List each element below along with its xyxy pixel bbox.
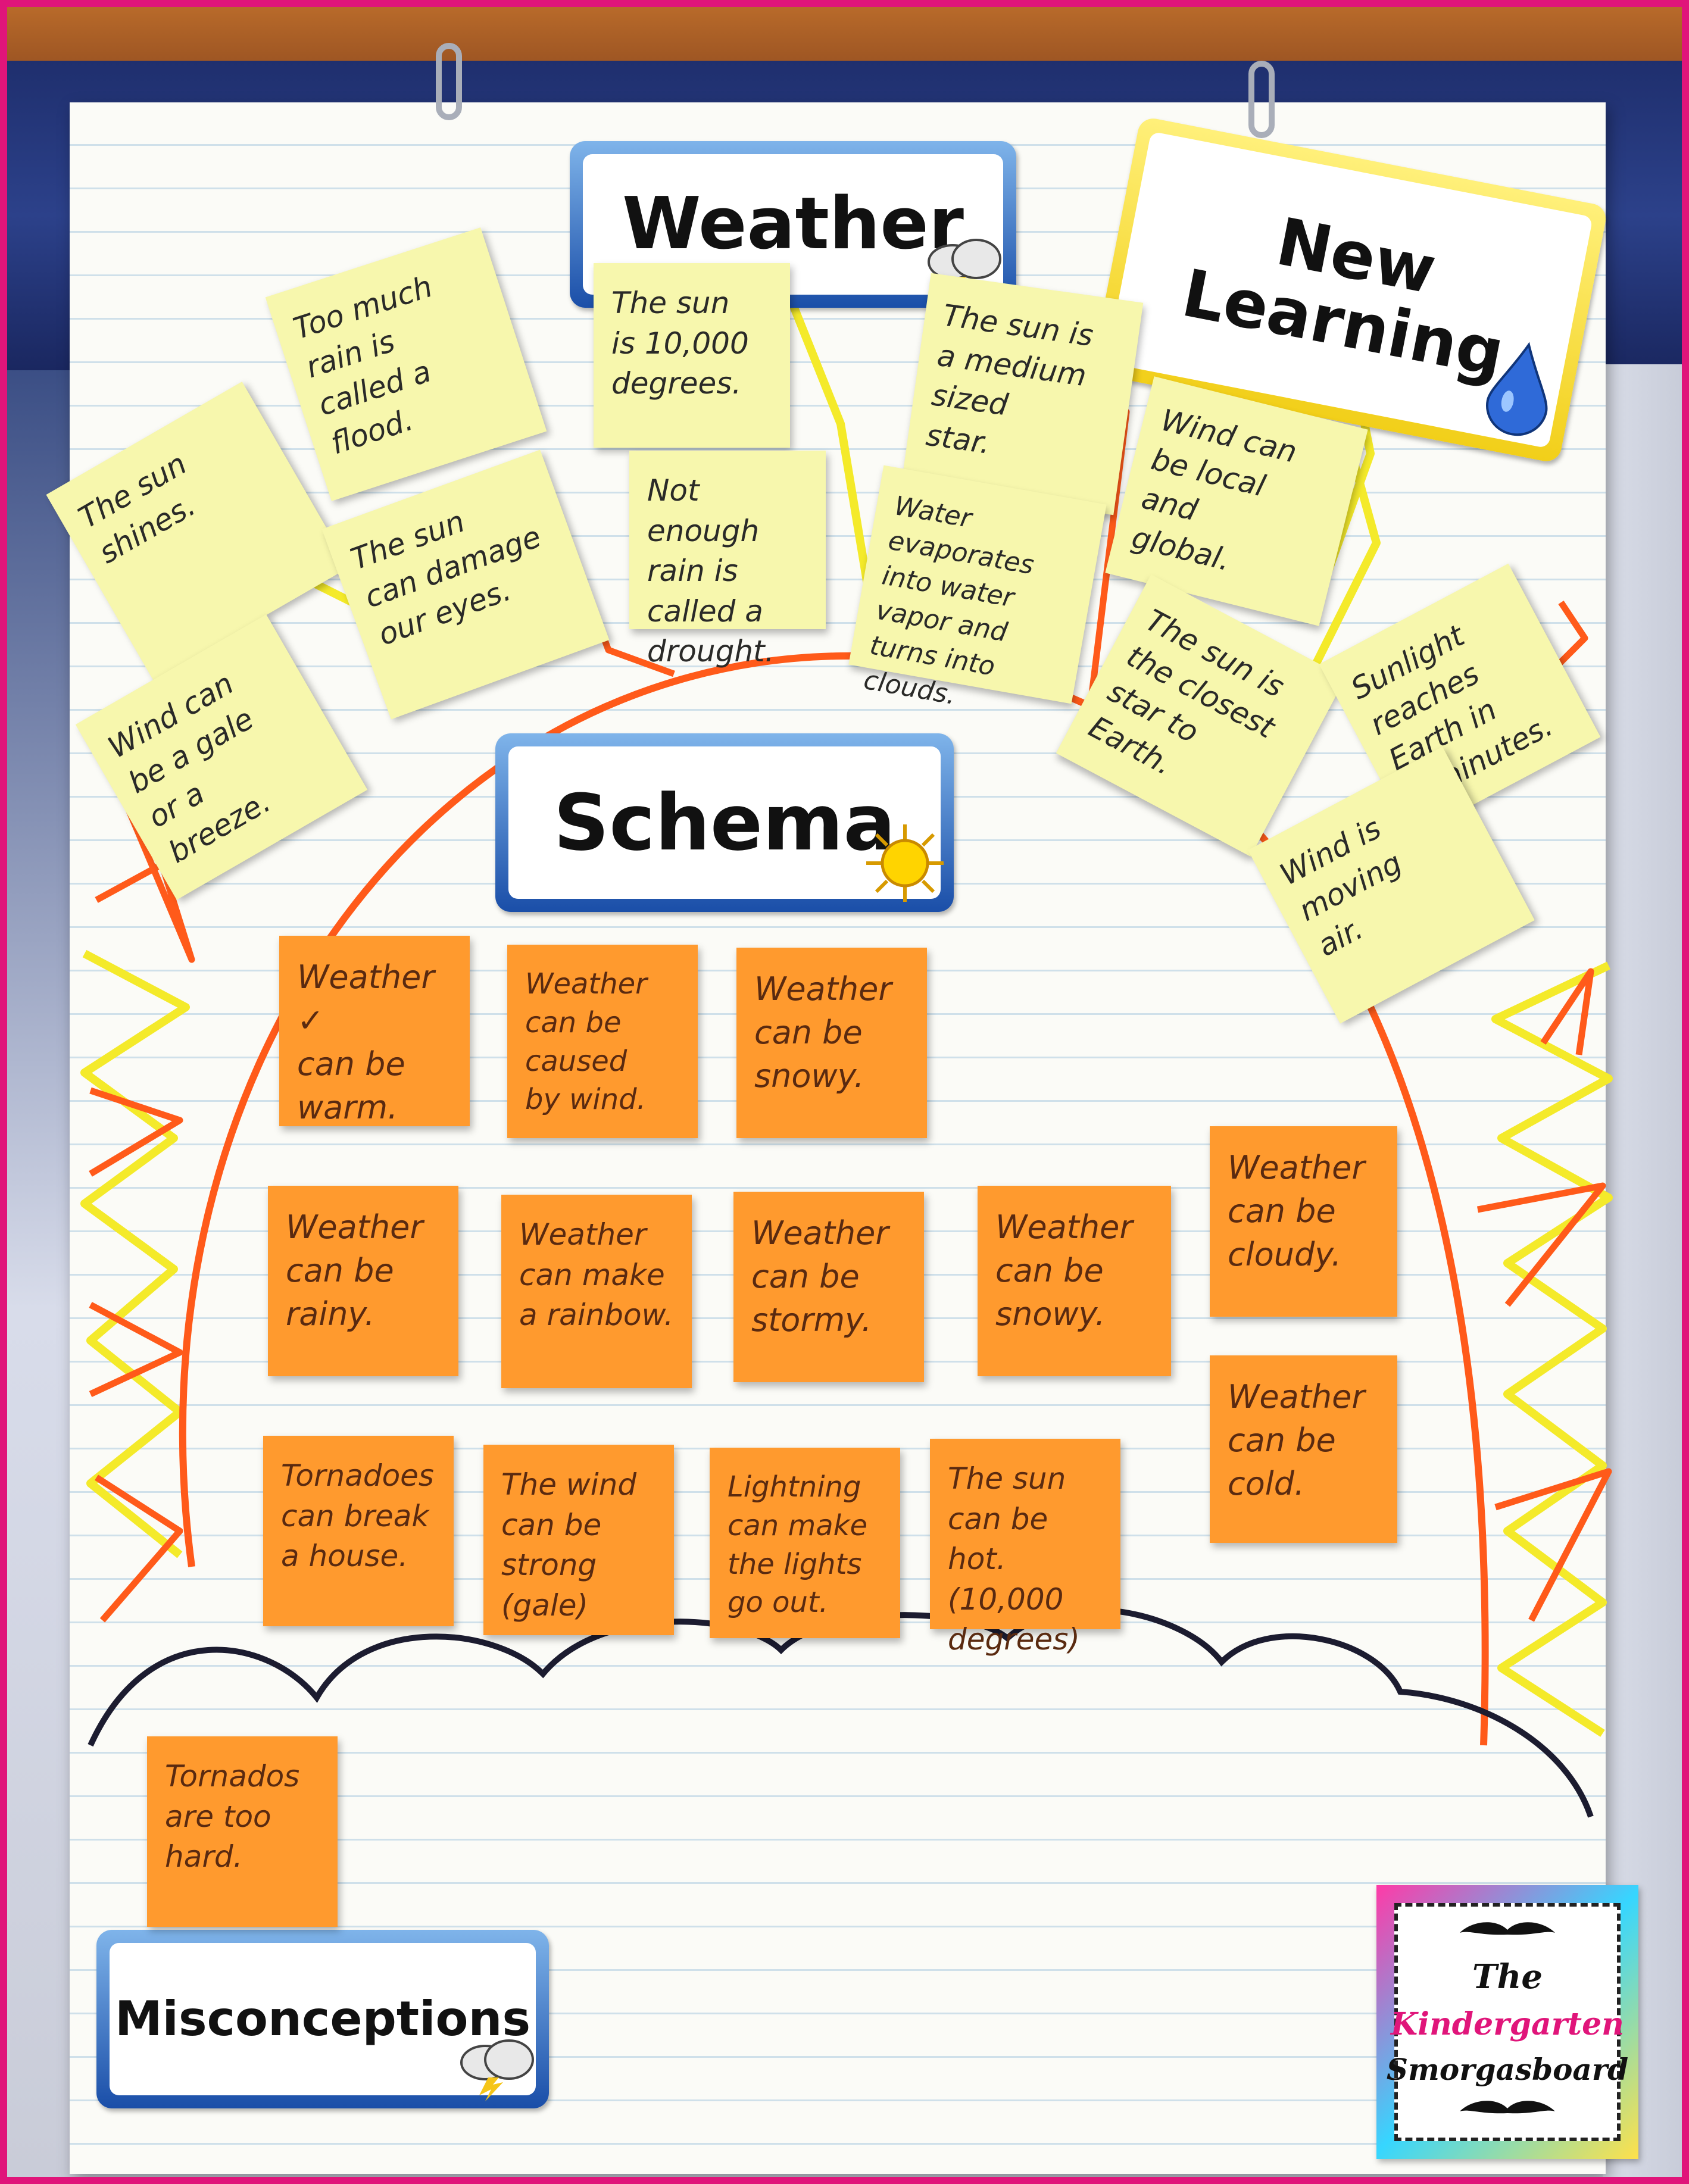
binder-ring <box>1248 61 1275 138</box>
sticky-note-new-learning: The sun is 10,000 degrees. <box>594 263 790 448</box>
cloud-lightning-icon <box>460 2039 534 2101</box>
sticky-note-schema: Weather can be stormy. <box>733 1192 924 1382</box>
binder-ring <box>436 43 462 120</box>
sticky-note-schema: Weather can be caused by wind. <box>507 945 698 1138</box>
sticky-note-schema: Tornadoes can break a house. <box>263 1436 454 1626</box>
wall <box>1603 364 1682 2177</box>
raindrop-icon <box>1486 342 1548 436</box>
new-learning-sign-title: New Learning <box>1176 203 1510 392</box>
logo-line-kindergarten: Kindergarten <box>1391 2006 1624 2042</box>
cloud-lightning-icon <box>928 239 1001 301</box>
sticky-note-new-learning: Water evaporates into water vapor and tu… <box>848 465 1107 711</box>
sticky-note-schema: Weather ✓ can be warm. <box>279 936 470 1126</box>
sticky-note-misconception: Tornados are too hard. <box>147 1736 338 1927</box>
new-learning-sign: New Learning <box>1091 115 1609 464</box>
logo-line-smorgasboard: Smorgasboard <box>1386 2052 1629 2087</box>
sticky-note-schema: Weather can be cold. <box>1210 1355 1397 1543</box>
weather-sign-title: Weather <box>622 183 964 265</box>
logo-line-the: The <box>1472 1957 1543 1996</box>
sticky-note-schema: Weather can make a rainbow. <box>501 1195 692 1388</box>
sticky-note-schema: The wind can be strong (gale) <box>483 1445 674 1635</box>
sticky-note-schema: Weather can be snowy. <box>978 1186 1171 1376</box>
mustache-icon <box>1460 1922 1555 1935</box>
sticky-note-schema: Lightning can make the lights go out. <box>710 1448 900 1638</box>
sticky-note-schema: Weather can be rainy. <box>268 1186 458 1376</box>
sticky-note-schema: Weather can be cloudy. <box>1210 1126 1397 1317</box>
sun-icon <box>866 824 944 902</box>
sticky-note-schema: Weather can be snowy. <box>736 948 927 1138</box>
blog-logo: The Kindergarten Smorgasboard <box>1376 1885 1638 2159</box>
sticky-note-new-learning: Not enough rain is called a drought. <box>629 451 826 668</box>
misconceptions-sign: Misconceptions <box>96 1930 549 2108</box>
mustache-icon <box>1460 2101 1555 2114</box>
schema-sign-title: Schema <box>553 777 896 868</box>
sticky-note-schema: The sun can be hot. (10,000 degrees) <box>930 1439 1120 1657</box>
schema-sign: Schema <box>495 733 954 912</box>
misconceptions-sign-title: Misconceptions <box>114 1991 531 2046</box>
